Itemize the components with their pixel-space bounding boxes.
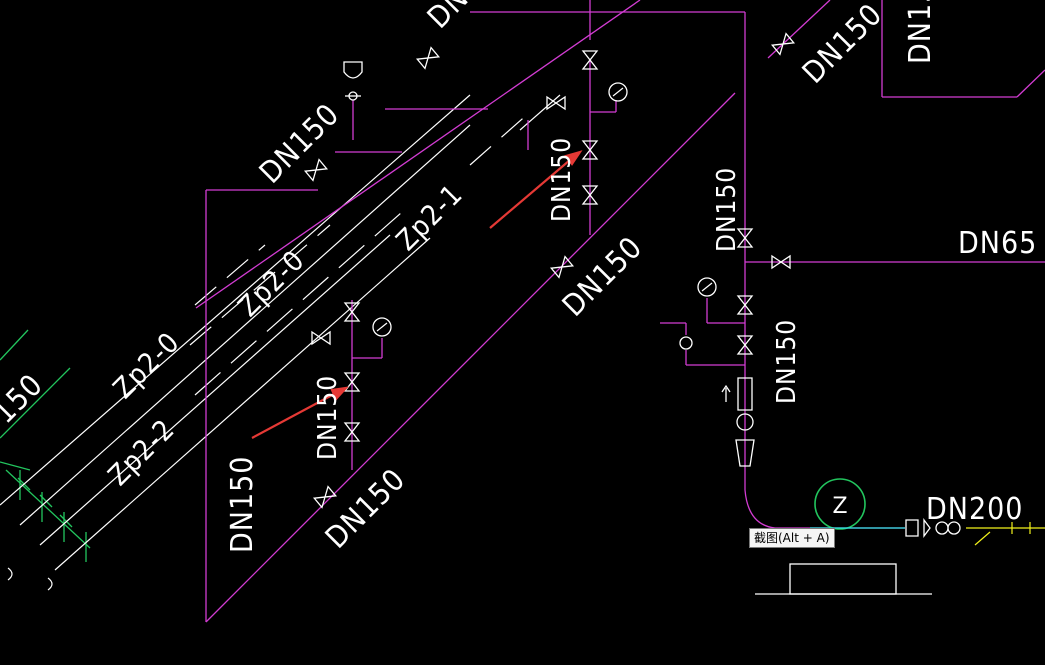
- label-dn150-right-lower: DN150: [772, 319, 802, 404]
- yellow-pipe: [966, 522, 1045, 546]
- annotation-arrows: [251, 150, 583, 439]
- check-valve-icon: [737, 377, 753, 411]
- equipment-base: [789, 563, 897, 595]
- valve-top-diagonal: [416, 46, 440, 70]
- label-dn200: DN200: [926, 492, 1023, 527]
- label-dn150-mid-riser: DN150: [547, 137, 577, 222]
- label-dn150-left-riser: DN150: [313, 375, 343, 460]
- arrow-left: [251, 392, 337, 439]
- label-dn150-edge: 150: [0, 367, 50, 430]
- label-dn150-center-diag: DN150: [556, 230, 650, 324]
- arrow-right: [489, 159, 571, 229]
- pump-icon: [814, 478, 866, 530]
- gauge-icon-right: [697, 277, 717, 297]
- label-dn150-upper-left: DN150: [253, 97, 347, 191]
- label-dn150-lower-vert: DN150: [225, 456, 260, 553]
- label-zp2-2: Zp2-2: [102, 412, 181, 491]
- label-dn150-top: DN150: [421, 0, 515, 36]
- valve-bottom-diagonal: [313, 485, 337, 509]
- label-dn65: DN65: [958, 226, 1037, 261]
- label-dn150-bottom-diag: DN150: [319, 462, 413, 556]
- flow-meter-icon: [736, 413, 754, 431]
- label-dn150-topright: DN150: [796, 0, 890, 91]
- screenshot-tooltip: 截图(Alt + A): [749, 528, 835, 548]
- reducer-icon: [735, 439, 755, 467]
- label-zp2-1: Zp2-1: [390, 177, 469, 256]
- magenta-pipes: [195, 0, 1045, 623]
- gauge-icon-mid: [608, 82, 628, 102]
- drain-icon: [679, 336, 693, 350]
- air-vent-icon: [343, 61, 363, 79]
- label-dn150-far-right: DN150: [903, 0, 938, 64]
- valve-upper-left: [304, 158, 328, 182]
- misc-symbols: [343, 61, 961, 595]
- gauge-icon-left: [372, 317, 392, 337]
- white-diagonal-pipes: [0, 94, 561, 591]
- label-zp2-0-b: Zp2-0: [107, 325, 186, 404]
- green-pipes: [0, 329, 91, 562]
- label-dn150-right-upper: DN150: [712, 167, 742, 252]
- pump-tag: Z: [832, 494, 847, 519]
